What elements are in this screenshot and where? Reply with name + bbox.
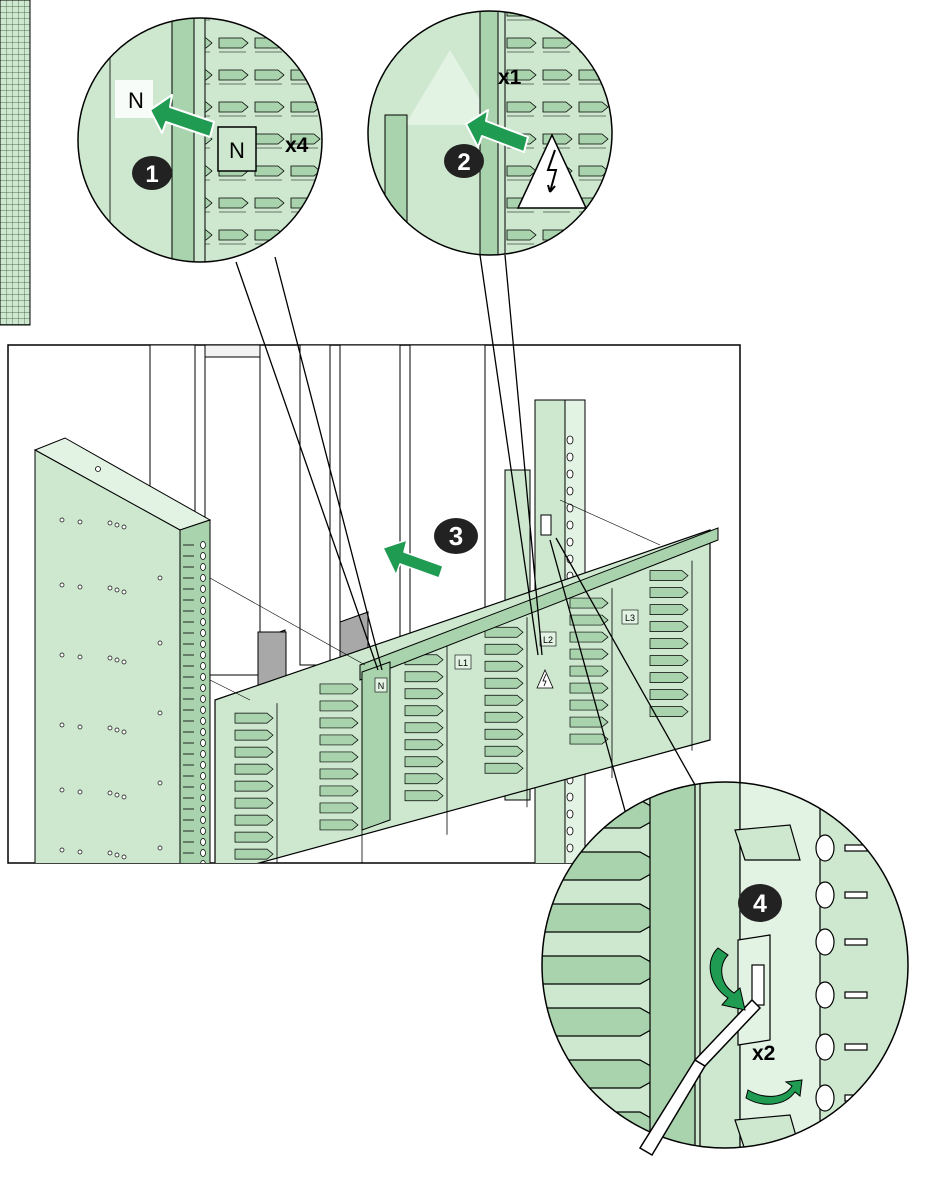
phase-label-l2: L2: [539, 631, 557, 647]
step-1-badge: 1: [132, 156, 172, 190]
callout-2-magnifier: x1 2: [367, 10, 613, 256]
main-warning-lightning-icon: [536, 669, 554, 689]
phase-labels: N L1 L2 L3: [374, 609, 639, 693]
svg-text:1: 1: [145, 161, 158, 188]
leader-lines: [235, 254, 709, 866]
multiplier-x2: x2: [752, 1042, 775, 1065]
step-2-badge: 2: [444, 144, 484, 178]
svg-text:3: 3: [449, 521, 463, 551]
svg-text:N: N: [378, 681, 385, 691]
step-3-badge: 3: [434, 518, 478, 554]
push-arrow-icon: [149, 94, 215, 138]
svg-text:N: N: [128, 88, 144, 113]
svg-text:2: 2: [457, 149, 470, 176]
warning-lightning-icon: [516, 133, 588, 209]
multiplier-x4: x4: [285, 134, 309, 157]
main-view: N L1 L2 L3: [7, 344, 741, 864]
svg-text:N: N: [229, 138, 245, 163]
rotate-arrow-icon: [709, 947, 746, 1011]
svg-text:L2: L2: [543, 635, 553, 645]
label-n-target: N: [217, 126, 257, 172]
step-4-badge: 4: [738, 884, 782, 922]
screwdriver-icon: [638, 998, 762, 1157]
svg-text:L1: L1: [458, 658, 468, 668]
left-side-panel: [33, 437, 212, 863]
multiplier-x1: x1: [498, 66, 522, 89]
guide-lines: [209, 499, 661, 701]
svg-text:L3: L3: [625, 613, 635, 623]
svg-text:4: 4: [753, 890, 767, 918]
label-n-marker: N: [115, 80, 153, 118]
push-arrow-icon: [382, 539, 444, 579]
callout-4-magnifier: x2 4: [541, 781, 909, 1157]
rotate-arrow-icon: [745, 1079, 803, 1105]
phase-label-l1: L1: [454, 654, 472, 670]
phase-label-l3: L3: [621, 609, 639, 625]
callout-1-magnifier: N N x4 1: [77, 17, 323, 263]
phase-label-n: N: [374, 677, 388, 693]
push-arrow-icon: [465, 109, 529, 153]
left-edge-grid-strip: [0, 0, 31, 326]
busbar-support-panel: [214, 527, 719, 863]
highlight-clip-box: [540, 514, 552, 536]
